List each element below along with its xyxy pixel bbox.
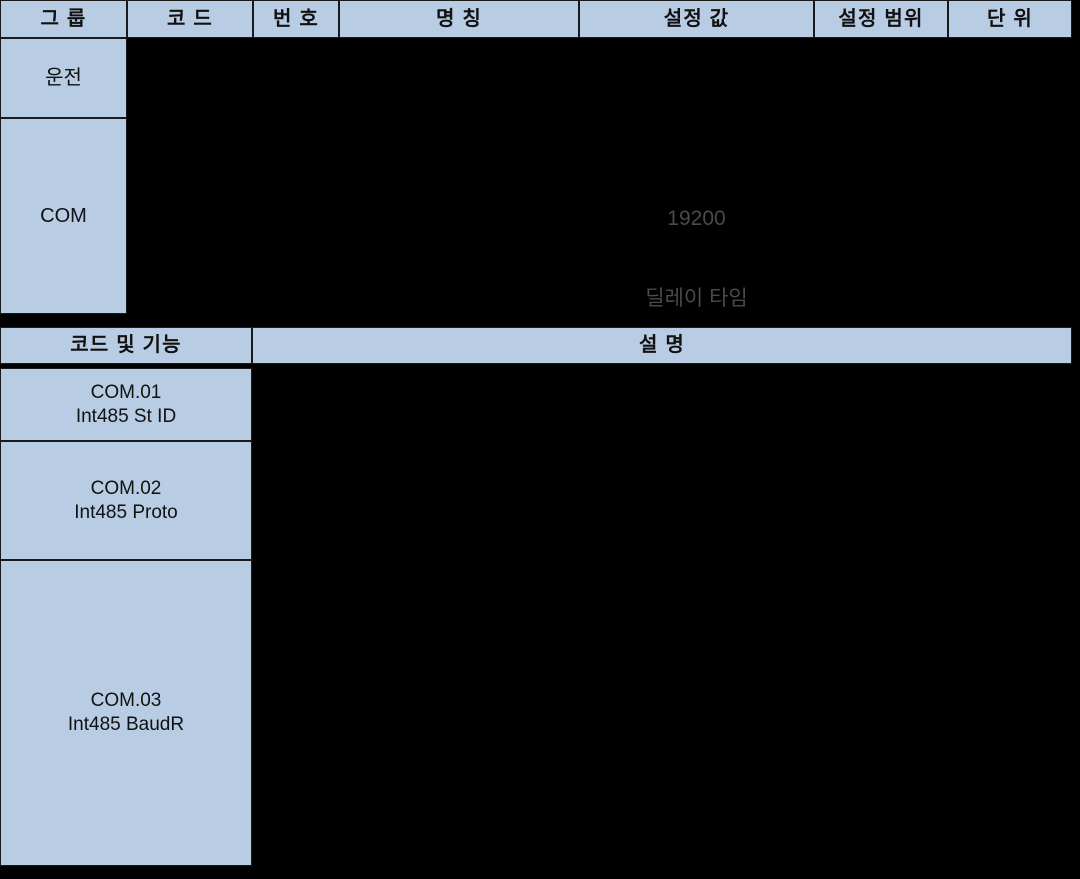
code-cell-com02-function: Int485 Proto bbox=[74, 501, 178, 523]
code-description-table: 코드 및 기능 설 명 COM.01 Int485 St ID COM.02 I… bbox=[0, 327, 1072, 867]
header-cell-number: 번 호 bbox=[253, 0, 339, 38]
code-cell-com02: COM.02 Int485 Proto bbox=[0, 441, 252, 560]
header-cell-name: 명 칭 bbox=[339, 0, 579, 38]
header-cell-description: 설 명 bbox=[252, 327, 1072, 364]
group-cell-run: 운전 bbox=[0, 38, 127, 118]
code-cell-com02-code: COM.02 bbox=[90, 477, 162, 499]
group-cell-com: COM bbox=[0, 118, 127, 314]
description-body bbox=[252, 368, 1072, 866]
set-value-delay-time: 딜레이 타임 bbox=[645, 287, 748, 310]
code-cell-com01: COM.01 Int485 St ID bbox=[0, 368, 252, 441]
header-cell-unit: 단 위 bbox=[948, 0, 1072, 38]
code-cell-com03-function: Int485 BaudR bbox=[67, 714, 185, 735]
header-cell-code: 코 드 bbox=[127, 0, 253, 38]
code-cell-com03-code: COM.03 bbox=[90, 690, 162, 712]
code-cell-com03: COM.03 Int485 BaudR bbox=[0, 560, 252, 866]
header-cell-set-value: 설정 값 bbox=[579, 0, 814, 38]
set-value-baudrate: 19200 bbox=[667, 207, 726, 230]
header-cell-set-range: 설정 범위 bbox=[814, 0, 948, 38]
code-cell-com01-code: COM.01 bbox=[90, 381, 162, 403]
header-cell-code-function: 코드 및 기능 bbox=[0, 327, 252, 364]
header-cell-group: 그 룹 bbox=[0, 0, 127, 38]
code-cell-com01-function: Int485 St ID bbox=[75, 405, 177, 427]
parameter-header-table: 그 룹 코 드 번 호 명 칭 설정 값 설정 범위 단 위 운전 COM bbox=[0, 0, 1072, 314]
